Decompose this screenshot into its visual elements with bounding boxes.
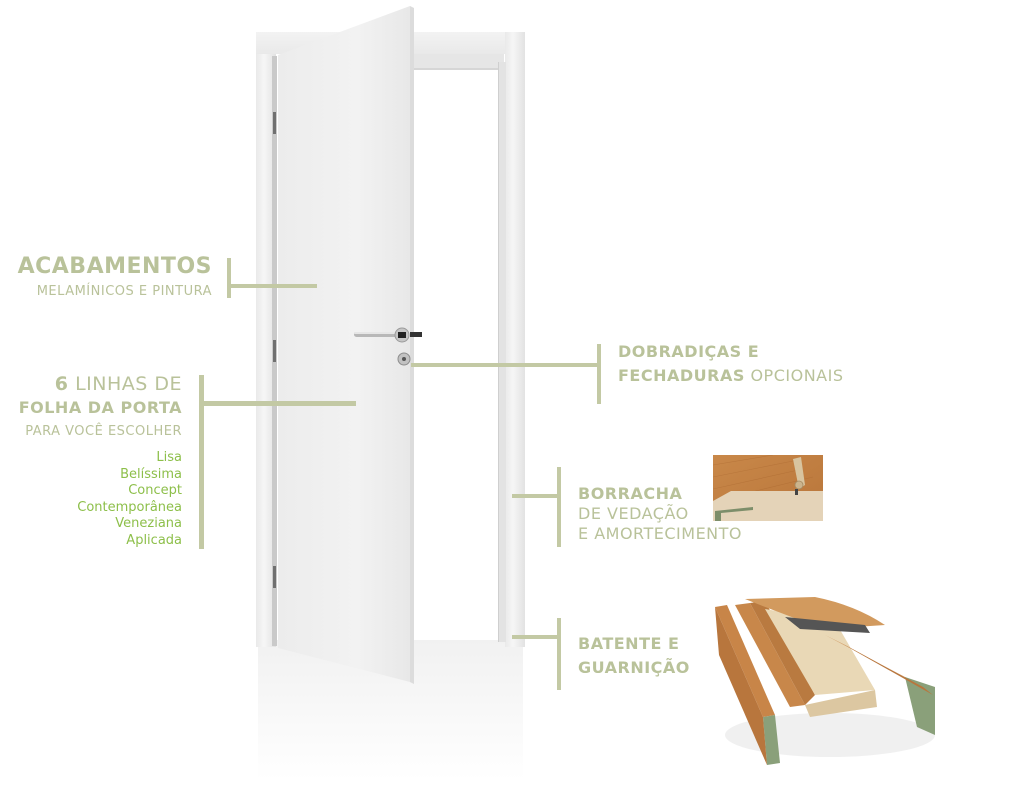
door-frame-right-post xyxy=(505,32,525,647)
door-frame-stop-top xyxy=(412,54,504,70)
connector-vertical xyxy=(199,375,204,549)
door-line-list: Lisa Belíssima Concept Contemporânea Ven… xyxy=(77,450,182,549)
feature-title: DOBRADIÇAS E xyxy=(618,342,760,361)
connector-horizontal xyxy=(202,401,356,406)
door-jamb-illustration xyxy=(715,597,935,765)
connector-vertical xyxy=(557,618,561,690)
line-count: 6 xyxy=(54,373,69,395)
list-item-belissima[interactable]: Belíssima xyxy=(120,466,182,482)
feature-subtitle-light: OPCIONAIS xyxy=(744,366,844,385)
feature-borracha: BORRACHA DE VEDAÇÃO E AMORTECIMENTO xyxy=(578,484,742,544)
door-leaf xyxy=(278,6,414,684)
door-frame-left-post xyxy=(256,32,276,647)
feature-dobradicas: DOBRADIÇAS E FECHADURAS OPCIONAIS xyxy=(618,340,843,388)
feature-subtitle-bold: FECHADURAS xyxy=(618,366,745,385)
rubber-seal-image xyxy=(713,455,823,521)
feature-title: BATENTE E xyxy=(578,634,680,653)
connector-vertical xyxy=(597,344,601,404)
door-handle-icon xyxy=(354,327,422,366)
feature-subtitle-line3: E AMORTECIMENTO xyxy=(578,524,743,543)
connector-horizontal xyxy=(411,363,601,367)
rubber-seal-illustration xyxy=(713,455,823,521)
connector-horizontal xyxy=(512,635,559,639)
hinge-icon xyxy=(273,340,276,362)
feature-title: BORRACHA xyxy=(578,484,683,503)
connector-vertical xyxy=(227,258,231,298)
connector-horizontal xyxy=(229,284,317,288)
line-title-rest: LINHAS DE xyxy=(68,373,182,395)
feature-subtitle: FECHADURAS OPCIONAIS xyxy=(618,364,843,388)
feature-batente: BATENTE E GUARNIÇÃO xyxy=(578,632,690,680)
feature-subtitle-line2: DE VEDAÇÃO xyxy=(578,504,689,523)
hinge-icon xyxy=(273,112,276,134)
feature-subtitle-bold: FOLHA DA PORTA xyxy=(18,398,182,417)
feature-subtitle: PARA VOCÊ ESCOLHER xyxy=(25,424,182,439)
list-item-veneziana[interactable]: Veneziana xyxy=(115,516,182,531)
list-item-concept[interactable]: Concept xyxy=(128,483,182,498)
feature-title: ACABAMENTOS xyxy=(17,254,212,279)
hinge-icon xyxy=(273,566,276,588)
connector-horizontal xyxy=(512,494,559,498)
list-item-lisa[interactable]: Lisa xyxy=(156,450,182,465)
connector-vertical xyxy=(557,467,561,547)
list-item-aplicada[interactable]: Aplicada xyxy=(126,532,182,548)
feature-title: 6 LINHAS DE xyxy=(55,372,182,396)
feature-subtitle: GUARNIÇÃO xyxy=(578,658,690,677)
list-item-contemporanea[interactable]: Contemporânea xyxy=(77,499,182,515)
door-frame-stop-right xyxy=(498,62,506,642)
feature-subtitle: MELAMÍNICOS E PINTURA xyxy=(36,284,212,299)
